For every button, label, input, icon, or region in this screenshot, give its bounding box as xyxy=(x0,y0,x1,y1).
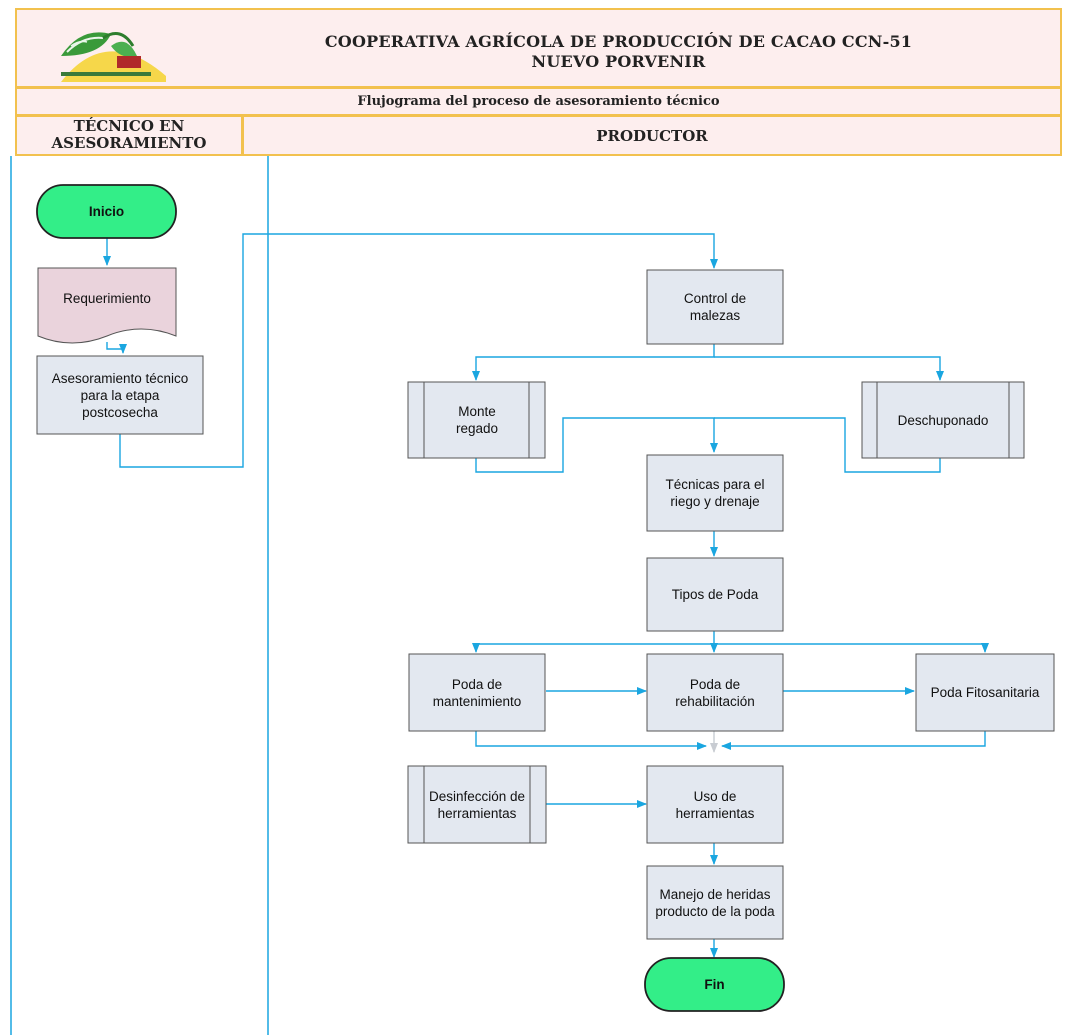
document-requerimiento xyxy=(37,267,177,344)
label-requerimiento: Requerimiento xyxy=(63,290,151,306)
process-poda-mantenimiento xyxy=(408,653,546,732)
terminal-fin xyxy=(644,957,785,1012)
label-control-malezas: Control de malezas xyxy=(683,291,747,323)
lane-title-tecnico-line2: ASESORAMIENTO xyxy=(51,134,207,152)
arrow-tipos-mantenimiento xyxy=(472,643,714,653)
process-manejo-heridas xyxy=(646,865,784,940)
flowchart-subtitle: Flujograma del proceso de asesoramiento … xyxy=(357,94,720,109)
process-control-malezas xyxy=(646,269,784,345)
lane-title-tecnico: TÉCNICO EN ASESORAMIENTO xyxy=(17,118,241,152)
arrow-requerimiento-asesoramiento xyxy=(106,342,127,354)
label-desinfeccion: Desinfección de herramientas xyxy=(428,788,526,821)
subprocess-monte-regado xyxy=(407,381,546,459)
arrow-mantenimiento-uso xyxy=(475,731,707,750)
process-tipos-poda xyxy=(646,557,784,632)
label-fin: Fin xyxy=(704,977,725,992)
label-tecnicas-riego: Técnicas para el riego y drenaje xyxy=(665,477,765,509)
label-deschuponado: Deschuponado xyxy=(897,412,989,428)
label-poda-mantenimiento: Poda de mantenimiento xyxy=(432,676,522,709)
label-manejo-heridas: Manejo de heridas producto de la poda xyxy=(655,886,775,919)
label-tipos-poda: Tipos de Poda xyxy=(671,587,759,602)
organization-name-line2: NUEVO PORVENIR xyxy=(531,52,706,71)
cooperative-logo xyxy=(61,32,166,82)
arrow-monte-tecnicas xyxy=(475,417,718,473)
label-monte-regado: Monte regado xyxy=(455,404,499,436)
process-poda-fitosanitaria xyxy=(915,653,1055,732)
organization-title: COOPERATIVA AGRÍCOLA DE PRODUCCIÓN DE CA… xyxy=(187,32,1050,72)
process-poda-rehabilitacion xyxy=(646,653,784,732)
label-asesoramiento: Asesoramiento técnico para la etapa post… xyxy=(51,370,189,420)
lane-title-tecnico-line1: TÉCNICO EN xyxy=(73,117,185,135)
label-uso-herramientas: Uso de herramientas xyxy=(675,788,755,821)
arrow-asesoramiento-control xyxy=(119,233,718,468)
label-poda-fitosanitaria: Poda Fitosanitaria xyxy=(930,685,1040,700)
lane-title-productor: PRODUCTOR xyxy=(596,127,708,145)
label-inicio: Inicio xyxy=(88,204,125,219)
title-header: COOPERATIVA AGRÍCOLA DE PRODUCCIÓN DE CA… xyxy=(15,8,1062,88)
arrow-control-monte xyxy=(472,344,715,381)
process-tecnicas-riego xyxy=(646,454,784,532)
organization-name-line1: COOPERATIVA AGRÍCOLA DE PRODUCCIÓN DE CA… xyxy=(324,32,913,51)
terminal-inicio xyxy=(36,184,177,239)
arrow-tipos-fitosanitaria xyxy=(714,643,989,653)
connectors xyxy=(103,233,989,958)
arrow-control-deschuponado xyxy=(714,356,944,381)
label-poda-rehabilitacion: Poda de rehabilitación xyxy=(675,676,755,709)
lane-header-tecnico: TÉCNICO EN ASESORAMIENTO xyxy=(15,115,243,156)
process-uso-herramientas xyxy=(646,765,784,844)
lane-header-productor: PRODUCTOR xyxy=(242,115,1062,156)
subprocess-deschuponado xyxy=(861,381,1025,459)
arrow-fitosanitaria-uso xyxy=(721,731,986,750)
arrow-deschuponado-tecnicas xyxy=(714,417,941,473)
subprocess-desinfeccion xyxy=(407,765,547,844)
process-asesoramiento xyxy=(36,355,204,435)
